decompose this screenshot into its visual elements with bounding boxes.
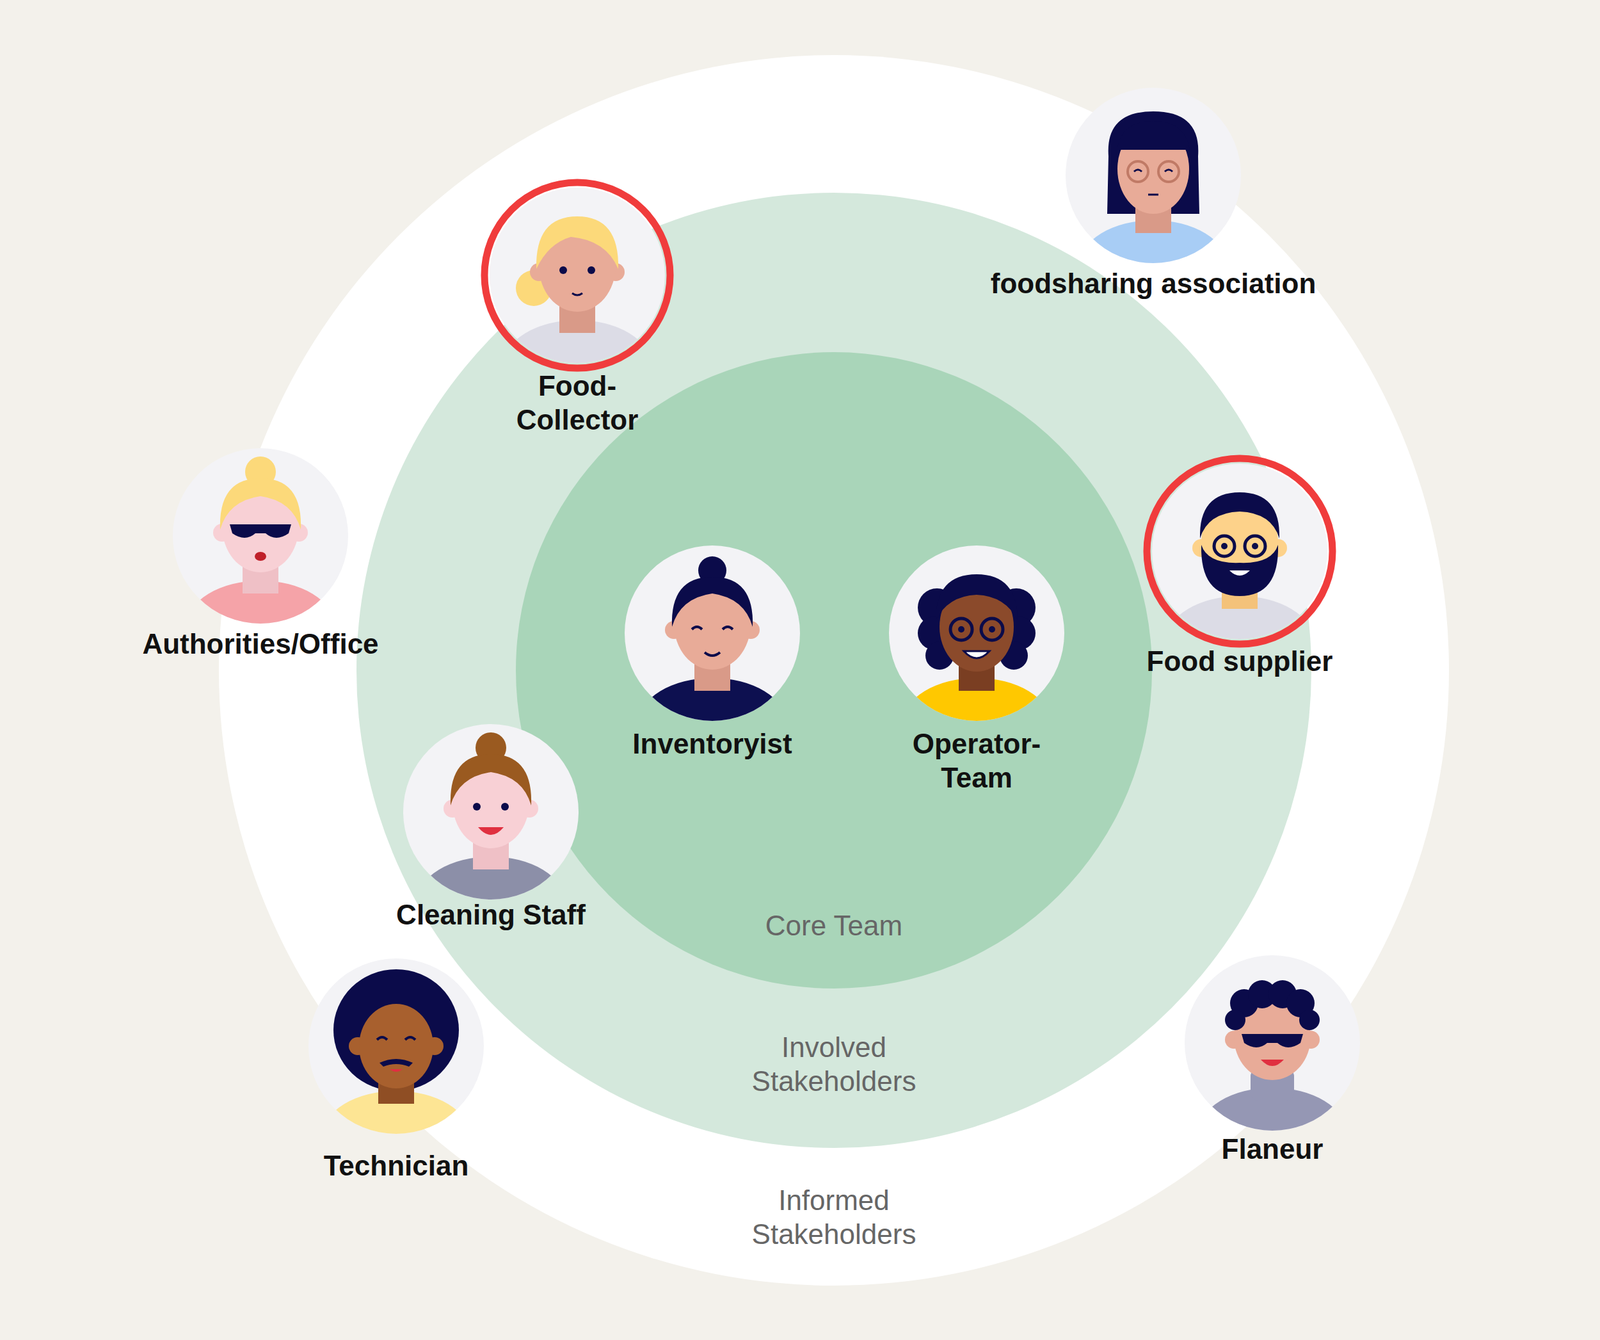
avatar-face <box>1065 87 1241 273</box>
avatar-illustration <box>1142 453 1337 649</box>
highlight-ring <box>484 182 671 368</box>
ring-label: Core Team <box>765 908 903 943</box>
person-label: Authorities/Office <box>142 627 379 662</box>
person-avatar: foodsharing association <box>1018 87 1288 264</box>
person-label: Cleaning Staff <box>396 897 586 932</box>
person-label: Food- Collector <box>500 369 655 438</box>
person-label: Food supplier <box>1146 644 1334 679</box>
highlight-ring <box>1146 458 1333 644</box>
stakeholder-ring: Involved Stakeholders Core Team Inventoryi… <box>356 192 1312 1148</box>
avatar-illustration <box>163 438 358 633</box>
person-avatar: Cleaning Staff <box>356 723 626 900</box>
avatar-face <box>308 958 484 1144</box>
avatar-illustration <box>1175 945 1370 1140</box>
person-label: Operator- Team <box>899 727 1054 795</box>
avatar-face <box>888 545 1065 731</box>
avatar-illustration <box>615 535 810 731</box>
ring-label: Informed Stakeholders <box>731 1183 937 1252</box>
avatar-face <box>624 545 800 731</box>
ring-fill <box>218 55 1449 1286</box>
avatar-illustration <box>393 714 589 909</box>
person-label: Flaneur <box>1221 1132 1324 1167</box>
person-avatar: Technician <box>261 958 531 1134</box>
avatar-illustration <box>879 535 1074 731</box>
avatar-face <box>172 448 349 633</box>
person-avatar: Inventoryist <box>577 545 847 721</box>
avatar-illustration <box>480 177 675 373</box>
person-label: Technician <box>323 1148 470 1183</box>
avatar-face <box>1184 954 1360 1140</box>
person-label: foodsharing association <box>990 266 1317 301</box>
person-avatar: Flaneur <box>1137 954 1407 1131</box>
person-avatar: Authorities/Office <box>126 448 395 624</box>
ring-shape <box>515 352 1152 989</box>
person-label: Inventoryist <box>632 727 792 761</box>
ring-label: Involved Stakeholders <box>731 1030 937 1099</box>
stakeholder-ring: Informed Stakeholders Involved Stakeholde… <box>218 55 1449 1286</box>
stakeholder-ring: Core TeamInventoryistOperator- Team <box>515 352 1152 989</box>
avatar-illustration <box>298 948 494 1144</box>
ring-fill <box>515 352 1152 989</box>
person-avatar: Food- Collector <box>442 187 712 363</box>
avatar-illustration <box>1056 78 1251 273</box>
avatar-face <box>403 723 579 909</box>
person-avatar: Food supplier <box>1105 463 1375 639</box>
person-avatar: Operator- Team <box>842 545 1112 721</box>
